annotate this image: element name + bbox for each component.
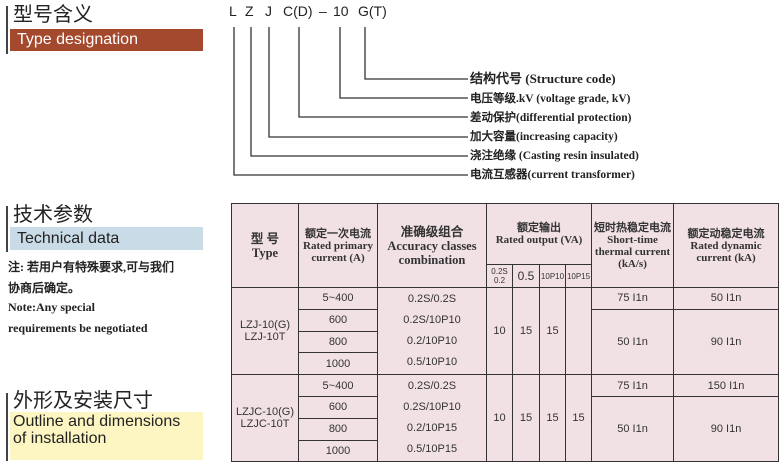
outline-title-en-line1: Outline and dimensions [13,413,181,430]
current-cell: 800 [298,330,378,354]
current-cell: 1000 [298,352,378,376]
label-current-transformer: 电流互感器(current transformer) [470,169,635,181]
label-increasing-capacity: 加大容量(increasing capacity) [470,131,618,143]
output-cell: 10 [486,286,513,376]
current-cell: 600 [298,308,378,332]
dynamic-cell: 90 I1n [673,308,780,376]
current-cell: 800 [298,417,378,441]
section-divider [6,6,8,54]
thermal-cell: 50 I1n [591,308,675,376]
code-letter: 10 [333,3,349,19]
outline-title-en-line2: of installation [13,430,107,447]
type-designation-title-en: Type designation [10,29,203,51]
label-voltage-grade: 电压等级.kV (voltage grade, kV) [470,93,631,105]
technical-data-title-en: Technical data [10,227,203,250]
dynamic-cell: 50 I1n [673,287,780,310]
output-cell: 15 [539,374,566,463]
outline-title-en: Outline and dimensions of installation [10,412,203,460]
output-cell: 10 [486,374,513,463]
technical-data-title-cn: 技术参数 [13,202,93,226]
outline-title-cn: 外形及安装尺寸 [13,388,153,412]
code-letter: Z [245,3,254,19]
current-cell: 600 [298,395,378,419]
thermal-cell: 50 I1n [591,395,675,463]
subheader-10p15: 10P15 [564,264,593,288]
section-divider [6,393,8,461]
note-en-line2: requirements be negotiated [8,321,148,335]
output-cell: 15 [564,374,593,463]
table-row: 1000 [232,439,779,463]
thermal-cell: 75 I1n [591,374,675,397]
code-letter: J [265,3,272,19]
current-cell: 5~400 [298,287,378,310]
output-cell: 15 [539,286,566,376]
note-en-line1: Note:Any special [8,300,95,314]
output-cell [564,286,593,376]
table-row: 1000 [232,352,779,376]
code-letter: G(T) [358,3,387,19]
designation-lines [233,27,468,176]
type-cell: LZJ-10(G)LZJ-10T [231,286,299,376]
note-cn-line1: 注: 若用户有特殊要求,可与我们 [8,260,174,274]
thermal-cell: 75 I1n [591,287,675,310]
code-letter: – [319,3,327,19]
output-cell: 15 [512,374,540,463]
label-structure-code: 结构代号 (Structure code) [470,71,616,86]
table-row: 600 50 I1n 90 I1n [232,308,780,376]
label-differential-protection: 差动保护(differential protection) [470,112,632,124]
output-cell: 15 [512,286,540,376]
current-cell: 1000 [298,439,378,463]
type-cell: LZJC-10(G)LZJC-10T [231,374,299,463]
type-designation-title-cn: 型号含义 [13,2,93,26]
code-letter: C(D) [283,3,313,19]
dynamic-cell: 90 I1n [673,395,780,463]
current-cell: 5~400 [298,374,378,397]
subheader-10p10: 10P10 [539,264,566,288]
table-row: 600 50 I1n 90 I1n [232,395,780,463]
code-letter: L [229,3,237,19]
note-cn-line2: 协商后确定。 [8,281,81,295]
subheader-0.5: 0.5 [512,264,540,288]
section-divider [6,206,8,252]
label-casting-resin: 浇注绝缘 (Casting resin insulated) [470,150,639,162]
dynamic-cell: 150 I1n [673,374,780,397]
